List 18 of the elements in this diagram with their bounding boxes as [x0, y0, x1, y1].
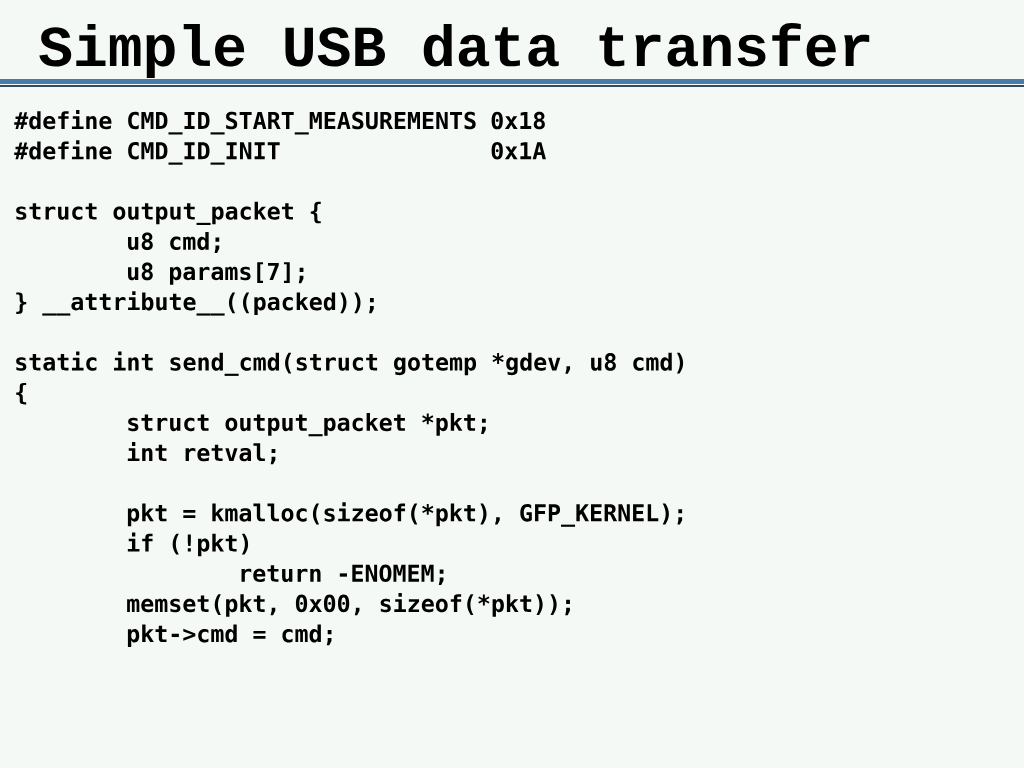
- code-line: #define CMD_ID_START_MEASUREMENTS: [14, 110, 476, 135]
- code-line: pkt = kmalloc(sizeof(*pkt), GFP_KERNEL);: [127, 502, 683, 527]
- code-line: memset(pkt, 0x00, sizeof(*pkt));: [127, 592, 570, 617]
- code-line: struct output_packet {: [16, 201, 321, 225]
- code-line: static int send_cmd(struct gotemp *gdev, u8 cmd): [16, 351, 684, 376]
- code-line: u8 params[7];: [128, 262, 304, 285]
- code-line: {: [16, 382, 27, 405]
- slide-title: Simple USB data transfer: [39, 23, 870, 79]
- code-line: if (!pkt): [127, 532, 249, 557]
- code-line: return -ENOMEM;: [241, 564, 444, 585]
- code-line: pkt->cmd = cmd;: [127, 624, 332, 647]
- code-line: #define CMD_ID_INIT: [14, 140, 280, 165]
- code-line: } __attribute__((packed));: [16, 291, 374, 316]
- code-line: int retval;: [127, 442, 276, 465]
- code-line: u8 cmd;: [128, 232, 220, 253]
- code-line: struct output_packet *pkt;: [128, 413, 486, 437]
- code-line: 0x1A: [491, 141, 546, 160]
- code-line: 0x18: [491, 111, 545, 130]
